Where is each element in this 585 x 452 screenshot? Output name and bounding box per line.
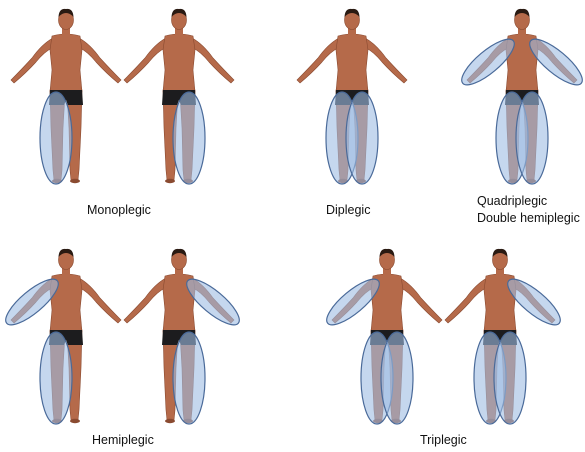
torso [163, 34, 195, 92]
torso [50, 34, 82, 92]
highlight-right-leg [494, 332, 526, 424]
figure-hemiplegic-1 [0, 249, 121, 424]
figure-hemiplegic-2 [124, 249, 245, 424]
left-foot [165, 419, 175, 423]
highlight-right-leg [346, 92, 378, 184]
figure-diplegic-1 [297, 9, 407, 184]
figure-monoplegic-2 [124, 9, 234, 184]
label-hemiplegic: Hemiplegic [92, 432, 154, 448]
highlight-right-leg [173, 92, 205, 184]
left-arm-shape [11, 38, 53, 83]
highlight-right-leg [381, 332, 413, 424]
right-foot [70, 179, 80, 183]
left-foot [165, 179, 175, 183]
highlight-left-leg [40, 332, 72, 424]
left-arm-shape [124, 38, 166, 83]
left-arm-shape [124, 278, 166, 323]
right-arm-shape [192, 38, 234, 83]
figure-triplegic-2 [445, 249, 566, 424]
figure-monoplegic-1 [11, 9, 121, 184]
right-arm-shape [365, 38, 407, 83]
right-arm-shape [79, 278, 121, 323]
torso [336, 34, 368, 92]
right-arm-shape [79, 38, 121, 83]
figure-triplegic-1 [321, 249, 442, 424]
highlight-left-leg [40, 92, 72, 184]
label-monoplegic: Monoplegic [87, 202, 151, 218]
label-quadriplegic: Quadriplegic [477, 193, 547, 209]
figure-quadriplegic-1 [456, 9, 585, 184]
highlight-right-leg [516, 92, 548, 184]
right-arm-shape [400, 278, 442, 323]
highlight-right-leg [173, 332, 205, 424]
right-foot [70, 419, 80, 423]
label-diplegic: Diplegic [326, 202, 370, 218]
label-double-hemiplegic: Double hemiplegic [477, 210, 580, 226]
left-arm-shape [445, 278, 487, 323]
label-triplegic: Triplegic [420, 432, 467, 448]
left-arm-shape [297, 38, 339, 83]
